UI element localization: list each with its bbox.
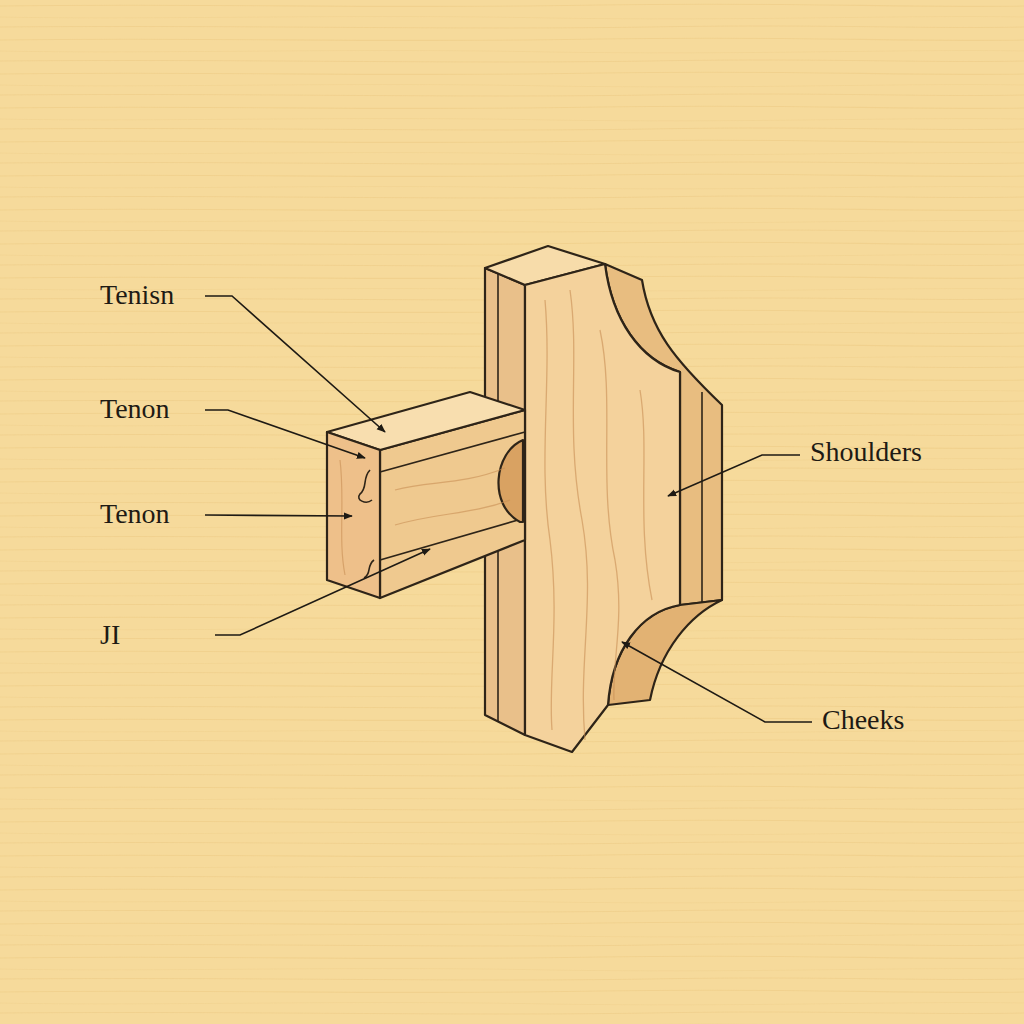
part-label: JI <box>100 619 120 650</box>
part-label: Tenon <box>100 498 170 529</box>
leader-group <box>205 296 812 722</box>
post-edge-line <box>701 392 703 602</box>
part-label-box: Cheeks <box>822 706 904 734</box>
part-label: Shoulders <box>810 436 922 467</box>
part-label-box: Shoulders <box>810 438 922 466</box>
part-label-box: Tenisn <box>100 281 174 309</box>
grain-line <box>570 290 587 740</box>
leader-line <box>622 642 812 722</box>
grain-line <box>545 300 554 730</box>
grain-line <box>340 460 345 575</box>
post-grain <box>545 290 652 740</box>
part-label: Tenon <box>100 393 170 424</box>
tenon-grain <box>340 460 510 575</box>
leader-line <box>205 515 352 516</box>
tenon-groove-line <box>380 518 525 560</box>
part-label: Tenisn <box>100 279 174 310</box>
leader-line <box>205 410 365 458</box>
grain-line <box>395 468 505 490</box>
tenon-notch <box>359 470 372 502</box>
part-label-box: Tenon <box>100 395 170 423</box>
tenon-end-face <box>327 432 380 598</box>
part-label-box: Tenon <box>100 500 170 528</box>
grain-line <box>395 500 510 525</box>
part-label-box: JI <box>100 621 120 649</box>
tenon-curved-cut <box>499 440 523 522</box>
post-front-face <box>525 264 680 752</box>
leader-line <box>668 455 800 496</box>
post <box>485 246 722 752</box>
leader-line <box>215 549 430 635</box>
grain-line <box>600 330 619 700</box>
grain-line <box>640 390 652 600</box>
part-label: Cheeks <box>822 704 904 735</box>
tenon-block <box>327 392 525 598</box>
